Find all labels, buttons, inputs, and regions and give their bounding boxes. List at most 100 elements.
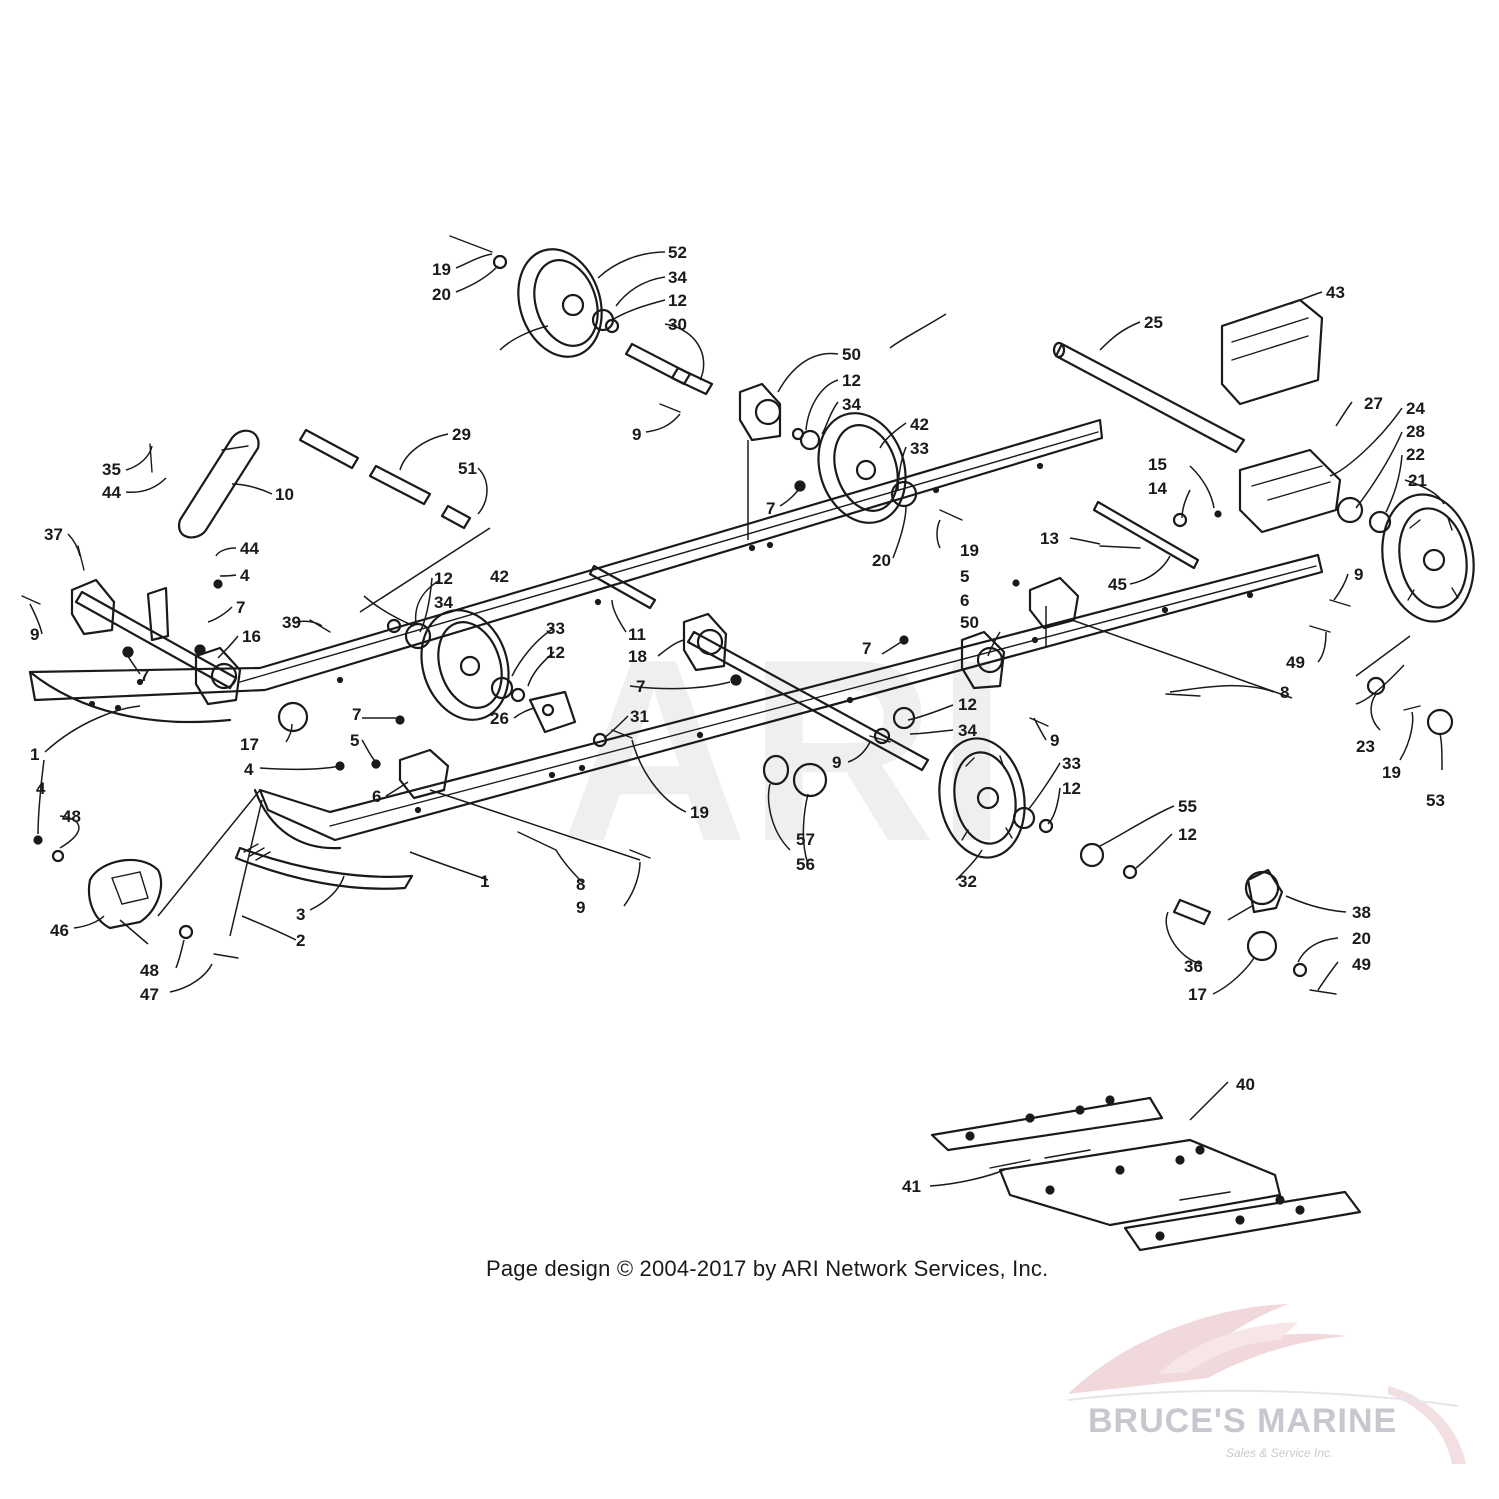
callout-4b: 4	[244, 760, 254, 779]
callout-49b: 49	[1352, 955, 1371, 974]
callout-34a: 34	[668, 268, 687, 287]
callout-19c: 19	[690, 803, 709, 822]
slide-rail-front	[253, 553, 1324, 850]
callout-7f: 7	[352, 705, 361, 724]
callout-20c: 20	[1352, 929, 1371, 948]
callout-29: 29	[452, 425, 471, 444]
callout-7b: 7	[236, 598, 245, 617]
tube-36	[1172, 898, 1212, 926]
callout-34b: 34	[842, 395, 861, 414]
callout-32: 32	[958, 872, 977, 891]
callout-18: 18	[628, 647, 647, 666]
bracket-24	[1238, 448, 1342, 534]
shaft-45	[1092, 500, 1200, 570]
callout-26: 26	[490, 709, 509, 728]
callout-44a: 44	[102, 483, 121, 502]
wheel-21	[1336, 493, 1475, 623]
brucesmarine-logo	[1067, 1304, 1466, 1464]
callout-30: 30	[668, 315, 687, 334]
hardware-bolts	[21, 235, 1421, 995]
callout-12b: 12	[842, 371, 861, 390]
callout-34c: 34	[434, 593, 453, 612]
wheel-42-front	[386, 609, 526, 721]
callout-53: 53	[1426, 791, 1445, 810]
shaft-25	[1052, 341, 1246, 454]
callout-50b: 50	[960, 613, 979, 632]
wheel-42-rear	[791, 412, 918, 524]
axle-housing-50-rear	[738, 382, 782, 442]
track-40	[930, 1095, 1362, 1252]
callout-12a: 12	[668, 291, 687, 310]
callout-9f: 9	[576, 898, 585, 917]
bracket-26	[528, 690, 577, 734]
shaft-rear-axle-left	[74, 590, 238, 690]
callout-28: 28	[1406, 422, 1425, 441]
callout-52: 52	[668, 243, 687, 262]
callout-12c: 12	[434, 569, 453, 588]
callout-56: 56	[796, 855, 815, 874]
callout-labels: 19 20 52 34 12 30 50 12 34 9 42 33 7 20 …	[30, 243, 1445, 1196]
callout-48b: 48	[140, 961, 159, 980]
callout-9a: 9	[632, 425, 641, 444]
rear-bumper-46	[87, 858, 163, 930]
callout-38: 38	[1352, 903, 1371, 922]
callout-55: 55	[1178, 797, 1197, 816]
callout-16: 16	[242, 627, 261, 646]
callout-35: 35	[102, 460, 121, 479]
callout-27: 27	[1364, 394, 1383, 413]
callout-12f: 12	[1062, 779, 1081, 798]
callout-7a: 7	[766, 499, 775, 518]
rail-holes	[88, 462, 1254, 814]
callout-45: 45	[1108, 575, 1127, 594]
callout-13: 13	[1040, 529, 1059, 548]
rail-hyfax-strip	[234, 843, 414, 890]
callout-19d: 19	[1382, 763, 1401, 782]
callout-14: 14	[1148, 479, 1167, 498]
callout-7c: 7	[140, 666, 149, 685]
wheel-52	[517, 248, 620, 358]
shaft-11	[588, 564, 657, 610]
callout-9e: 9	[832, 753, 841, 772]
axle-housing-18	[682, 612, 728, 672]
callout-7d: 7	[862, 639, 871, 658]
callout-48a: 48	[62, 807, 81, 826]
callout-8b: 8	[576, 875, 585, 894]
axle-housing-left	[70, 578, 242, 706]
copyright-notice: Page design © 2004-2017 by ARI Network S…	[486, 1256, 1049, 1281]
callout-5b: 5	[350, 731, 359, 750]
callout-3: 3	[296, 905, 305, 924]
callout-1b: 1	[480, 872, 489, 891]
callout-43: 43	[1326, 283, 1345, 302]
spacer-tube-30	[624, 342, 714, 396]
callout-9c: 9	[30, 625, 39, 644]
callout-37: 37	[44, 525, 63, 544]
callout-8a: 8	[1280, 683, 1289, 702]
callout-12d: 12	[546, 643, 565, 662]
callout-15: 15	[1148, 455, 1167, 474]
callout-42a: 42	[910, 415, 929, 434]
callout-31: 31	[630, 707, 649, 726]
callout-25: 25	[1144, 313, 1163, 332]
callout-7e: 7	[636, 677, 645, 696]
callout-33b: 33	[546, 619, 565, 638]
callout-5a: 5	[960, 567, 969, 586]
callout-11: 11	[628, 625, 646, 644]
callout-34d: 34	[958, 721, 977, 740]
callout-57: 57	[796, 830, 815, 849]
callout-33c: 33	[1062, 754, 1081, 773]
callout-42b: 42	[490, 567, 509, 586]
callout-1a: 1	[30, 745, 39, 764]
slide-rail-rear	[28, 418, 1104, 724]
callout-39: 39	[282, 613, 301, 632]
callout-51: 51	[458, 459, 477, 478]
callout-4c: 4	[36, 779, 46, 798]
leader-lines	[29, 251, 1445, 1187]
hardware-nuts	[33, 480, 1222, 845]
callout-47: 47	[140, 985, 159, 1004]
callout-19b: 19	[960, 541, 979, 560]
callout-21: 21	[1408, 471, 1427, 490]
callout-6a: 6	[960, 591, 969, 610]
pivot-17-right	[1244, 868, 1284, 962]
spacer-tubes-29-51	[298, 428, 472, 530]
